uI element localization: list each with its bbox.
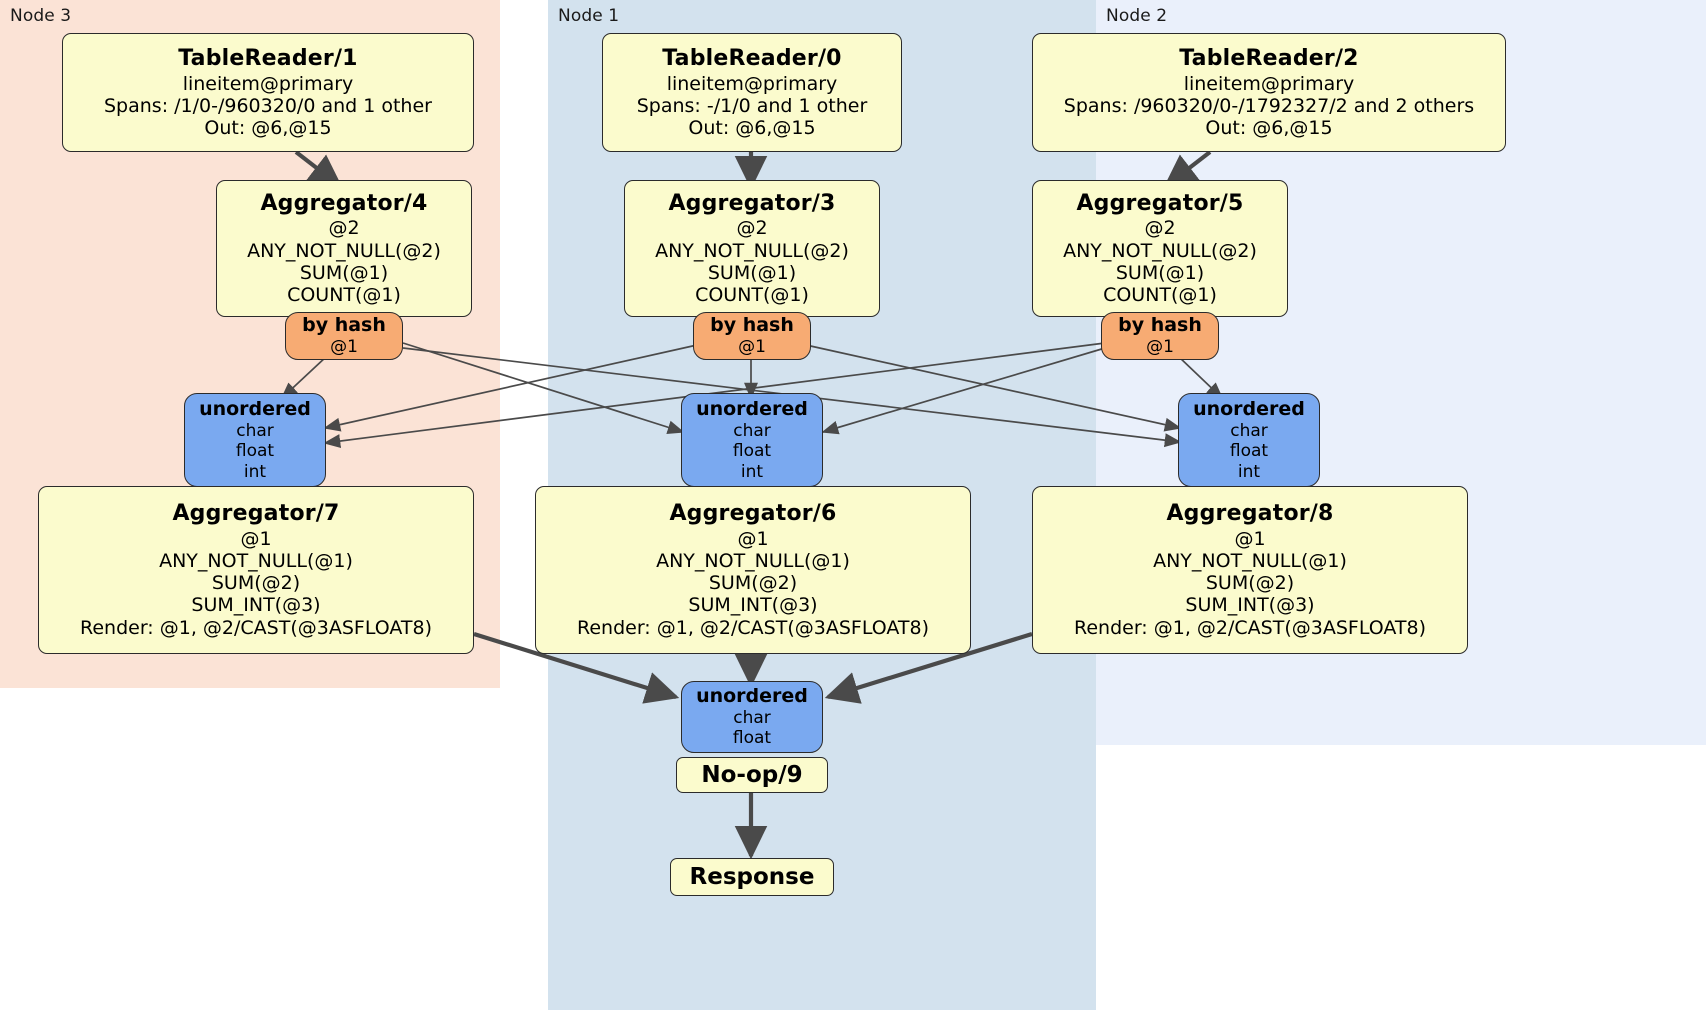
processor-noop-9[interactable]: No-op/9 bbox=[676, 757, 828, 793]
router-unordered-mid[interactable]: unordered char float int bbox=[681, 393, 823, 487]
router-line: int bbox=[1237, 461, 1261, 482]
processor-table-reader-1[interactable]: TableReader/1 lineitem@primary Spans: /1… bbox=[62, 33, 474, 152]
router-unordered-final[interactable]: unordered char float bbox=[681, 681, 823, 753]
processor-line: SUM(@2) bbox=[708, 572, 798, 595]
processor-title: TableReader/1 bbox=[178, 45, 358, 71]
router-title: unordered bbox=[696, 685, 808, 708]
processor-title: Aggregator/8 bbox=[1166, 501, 1334, 527]
processor-line: Render: @1, @2/CAST(@3ASFLOAT8) bbox=[577, 616, 929, 639]
processor-line: SUM(@1) bbox=[299, 261, 389, 284]
processor-title: No-op/9 bbox=[701, 762, 803, 788]
processor-line: lineitem@primary bbox=[1183, 72, 1355, 95]
processor-aggregator-8[interactable]: Aggregator/8 @1 ANY_NOT_NULL(@1) SUM(@2)… bbox=[1032, 486, 1468, 654]
node-label-node3: Node 3 bbox=[10, 6, 72, 26]
router-hash-right[interactable]: by hash @1 bbox=[1101, 312, 1219, 360]
router-hash-left[interactable]: by hash @1 bbox=[285, 312, 403, 360]
router-line: char bbox=[1230, 420, 1268, 441]
processor-line: Out: @6,@15 bbox=[1205, 116, 1333, 139]
processor-line: COUNT(@1) bbox=[695, 284, 809, 307]
processor-line: lineitem@primary bbox=[666, 72, 838, 95]
processor-title: Aggregator/7 bbox=[172, 501, 340, 527]
router-line: char bbox=[733, 420, 771, 441]
router-title: by hash bbox=[302, 314, 386, 337]
processor-line: Spans: -/1/0 and 1 other bbox=[636, 94, 868, 117]
router-unordered-right[interactable]: unordered char float int bbox=[1178, 393, 1320, 487]
processor-line: SUM_INT(@3) bbox=[688, 594, 818, 617]
router-line: float bbox=[732, 728, 772, 749]
node-label-node1: Node 1 bbox=[558, 6, 620, 26]
router-title: unordered bbox=[199, 398, 311, 421]
processor-aggregator-4[interactable]: Aggregator/4 @2 ANY_NOT_NULL(@2) SUM(@1)… bbox=[216, 180, 472, 317]
processor-line: lineitem@primary bbox=[182, 72, 354, 95]
processor-line: ANY_NOT_NULL(@2) bbox=[1063, 239, 1257, 262]
processor-line: ANY_NOT_NULL(@1) bbox=[159, 550, 353, 573]
processor-line: @1 bbox=[737, 527, 769, 550]
router-line: float bbox=[1229, 441, 1269, 462]
router-title: unordered bbox=[696, 398, 808, 421]
router-title: by hash bbox=[710, 314, 794, 337]
router-hash-mid[interactable]: by hash @1 bbox=[693, 312, 811, 360]
processor-line: SUM(@1) bbox=[707, 261, 797, 284]
processor-title: Aggregator/4 bbox=[260, 190, 428, 216]
processor-line: ANY_NOT_NULL(@1) bbox=[656, 550, 850, 573]
processor-line: Render: @1, @2/CAST(@3ASFLOAT8) bbox=[80, 616, 432, 639]
processor-line: SUM(@2) bbox=[1205, 572, 1295, 595]
router-line: int bbox=[243, 461, 267, 482]
router-line: @1 bbox=[330, 337, 358, 358]
processor-line: ANY_NOT_NULL(@2) bbox=[247, 239, 441, 262]
processor-line: SUM(@1) bbox=[1115, 261, 1205, 284]
processor-title: Aggregator/3 bbox=[668, 190, 836, 216]
processor-aggregator-3[interactable]: Aggregator/3 @2 ANY_NOT_NULL(@2) SUM(@1)… bbox=[624, 180, 880, 317]
processor-aggregator-6[interactable]: Aggregator/6 @1 ANY_NOT_NULL(@1) SUM(@2)… bbox=[535, 486, 971, 654]
router-line: @1 bbox=[738, 337, 766, 358]
processor-title: Aggregator/6 bbox=[669, 501, 837, 527]
processor-line: Spans: /1/0-/960320/0 and 1 other bbox=[104, 94, 432, 117]
router-line: float bbox=[235, 441, 275, 462]
processor-line: SUM_INT(@3) bbox=[1185, 594, 1315, 617]
processor-aggregator-7[interactable]: Aggregator/7 @1 ANY_NOT_NULL(@1) SUM(@2)… bbox=[38, 486, 474, 654]
processor-line: ANY_NOT_NULL(@1) bbox=[1153, 550, 1347, 573]
processor-line: SUM(@2) bbox=[211, 572, 301, 595]
processor-line: @1 bbox=[240, 527, 272, 550]
processor-line: @1 bbox=[1234, 527, 1266, 550]
processor-title: TableReader/0 bbox=[662, 45, 842, 71]
processor-line: Spans: /960320/0-/1792327/2 and 2 others bbox=[1063, 94, 1475, 117]
processor-title: Aggregator/5 bbox=[1076, 190, 1244, 216]
processor-table-reader-2[interactable]: TableReader/2 lineitem@primary Spans: /9… bbox=[1032, 33, 1506, 152]
processor-line: Render: @1, @2/CAST(@3ASFLOAT8) bbox=[1074, 616, 1426, 639]
processor-line: SUM_INT(@3) bbox=[191, 594, 321, 617]
node-label-node2: Node 2 bbox=[1106, 6, 1168, 26]
router-unordered-left[interactable]: unordered char float int bbox=[184, 393, 326, 487]
processor-line: Out: @6,@15 bbox=[688, 116, 816, 139]
router-line: char bbox=[733, 708, 771, 728]
router-line: int bbox=[740, 461, 764, 482]
processor-title: Response bbox=[689, 864, 815, 890]
router-line: @1 bbox=[1146, 337, 1174, 358]
router-line: char bbox=[236, 420, 274, 441]
router-line: float bbox=[732, 441, 772, 462]
processor-line: @2 bbox=[736, 217, 768, 240]
router-title: unordered bbox=[1193, 398, 1305, 421]
processor-line: ANY_NOT_NULL(@2) bbox=[655, 239, 849, 262]
processor-line: COUNT(@1) bbox=[287, 284, 401, 307]
processor-line: @2 bbox=[328, 217, 360, 240]
processor-line: COUNT(@1) bbox=[1103, 284, 1217, 307]
processor-line: @2 bbox=[1144, 217, 1176, 240]
router-title: by hash bbox=[1118, 314, 1202, 337]
processor-table-reader-0[interactable]: TableReader/0 lineitem@primary Spans: -/… bbox=[602, 33, 902, 152]
processor-response[interactable]: Response bbox=[670, 858, 834, 896]
processor-line: Out: @6,@15 bbox=[204, 116, 332, 139]
processor-title: TableReader/2 bbox=[1179, 45, 1359, 71]
processor-aggregator-5[interactable]: Aggregator/5 @2 ANY_NOT_NULL(@2) SUM(@1)… bbox=[1032, 180, 1288, 317]
